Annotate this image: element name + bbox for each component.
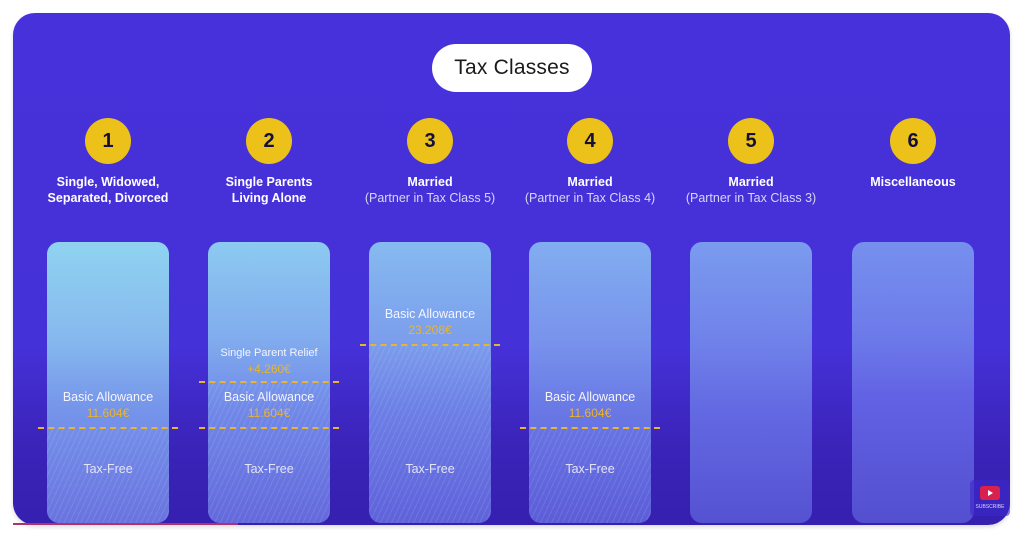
class-number-badge: 4	[567, 118, 613, 164]
allowance-value: 11.604€	[568, 406, 612, 420]
class-label: Single, Widowed, Separated, Divorced	[28, 174, 188, 206]
tax-free-zone	[529, 428, 651, 523]
relief-title: Single Parent Relief	[220, 347, 318, 359]
subscribe-button[interactable]: SUBSCRIBE	[970, 480, 1010, 516]
relief-value: +4.260€	[247, 362, 291, 376]
class-number-badge: 3	[407, 118, 453, 164]
allowance-bar	[529, 242, 651, 523]
allowance-bar	[369, 242, 491, 523]
class-name: Married	[407, 175, 453, 189]
class-name: Married	[728, 175, 774, 189]
allowance-bar	[690, 242, 812, 523]
tax-class-2: 2 Single Parents Living Alone Single Par…	[189, 0, 349, 539]
tax-classes-panel	[13, 13, 1010, 525]
allowance-title: Basic Allowance	[223, 390, 315, 404]
class-name: Single Parents Living Alone	[225, 175, 313, 205]
tax-free-zone	[208, 382, 330, 523]
allowance-threshold-line	[520, 427, 660, 429]
allowance-bar	[47, 242, 169, 523]
progress-bar	[13, 523, 238, 525]
tax-free-zone	[47, 428, 169, 523]
allowance-title: Basic Allowance	[384, 307, 476, 321]
allowance-bar	[852, 242, 974, 523]
allowance-title: Basic Allowance	[62, 390, 154, 404]
allowance-threshold-line	[360, 344, 500, 346]
tax-free-label: Tax-Free	[83, 462, 133, 476]
class-number-badge: 1	[85, 118, 131, 164]
class-name: Single, Widowed, Separated, Divorced	[47, 175, 169, 205]
tax-free-label: Tax-Free	[244, 462, 294, 476]
tax-class-4: 4 Married (Partner in Tax Class 4) Basic…	[510, 0, 670, 539]
class-number-badge: 2	[246, 118, 292, 164]
class-number-badge: 6	[890, 118, 936, 164]
tax-class-1: 1 Single, Widowed, Separated, Divorced B…	[28, 0, 188, 539]
class-name: Miscellaneous	[870, 175, 956, 189]
class-number-badge: 5	[728, 118, 774, 164]
tax-class-6: 6 Miscellaneous	[833, 0, 993, 539]
allowance-value: 23.208€	[408, 323, 452, 337]
subscribe-label: SUBSCRIBE	[975, 504, 1005, 510]
class-label: Married (Partner in Tax Class 3)	[671, 174, 831, 206]
class-label: Married (Partner in Tax Class 4)	[510, 174, 670, 206]
class-partner-note: (Partner in Tax Class 5)	[364, 191, 496, 205]
allowance-title: Basic Allowance	[544, 390, 636, 404]
allowance-value: 11.604€	[247, 406, 291, 420]
allowance-value: 11.604€	[86, 406, 130, 420]
youtube-play-icon	[980, 486, 1000, 500]
class-label: Miscellaneous	[833, 174, 993, 190]
relief-threshold-line	[199, 381, 339, 383]
tax-free-label: Tax-Free	[565, 462, 615, 476]
class-partner-note: (Partner in Tax Class 3)	[685, 191, 817, 205]
tax-class-5: 5 Married (Partner in Tax Class 3)	[671, 0, 831, 539]
allowance-threshold-line	[199, 427, 339, 429]
class-label: Single Parents Living Alone	[189, 174, 349, 206]
tax-free-zone	[369, 345, 491, 523]
class-partner-note: (Partner in Tax Class 4)	[524, 191, 656, 205]
tax-class-3: 3 Married (Partner in Tax Class 5) Basic…	[350, 0, 510, 539]
class-label: Married (Partner in Tax Class 5)	[350, 174, 510, 206]
page-title-text: Tax Classes	[454, 56, 570, 79]
page-title: Tax Classes	[432, 44, 592, 92]
class-name: Married	[567, 175, 613, 189]
tax-free-label: Tax-Free	[405, 462, 455, 476]
allowance-threshold-line	[38, 427, 178, 429]
